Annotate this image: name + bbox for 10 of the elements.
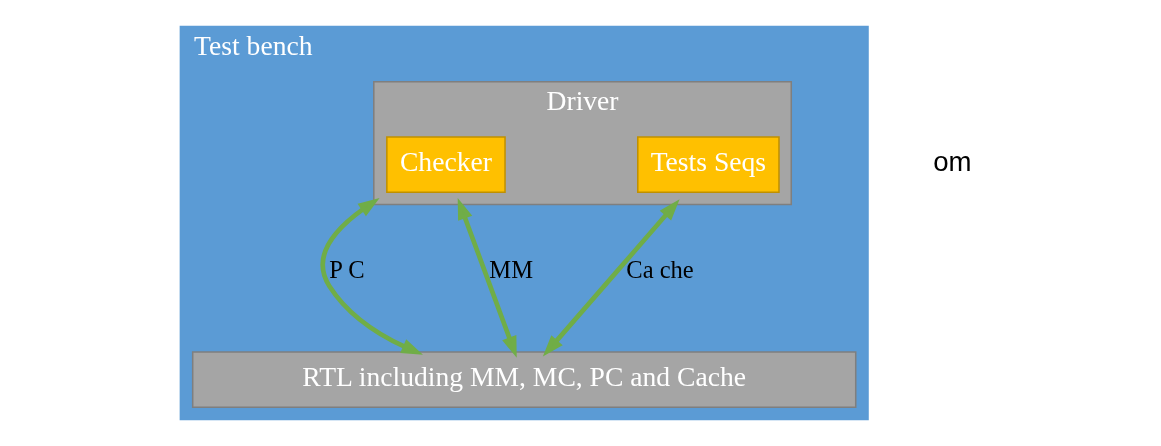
node-box: RTL including MM, MC, PC and Cache (191, 351, 856, 408)
arrow (457, 198, 517, 358)
node-box: Tests Seqs (636, 136, 780, 194)
arrow (320, 197, 423, 355)
edge-label: P C (328, 255, 365, 283)
arrow (542, 199, 680, 357)
edge-label: MM (488, 255, 533, 283)
node-box: Checker (385, 136, 506, 194)
label: om (932, 146, 972, 178)
edge-label: Ca che (625, 255, 694, 283)
